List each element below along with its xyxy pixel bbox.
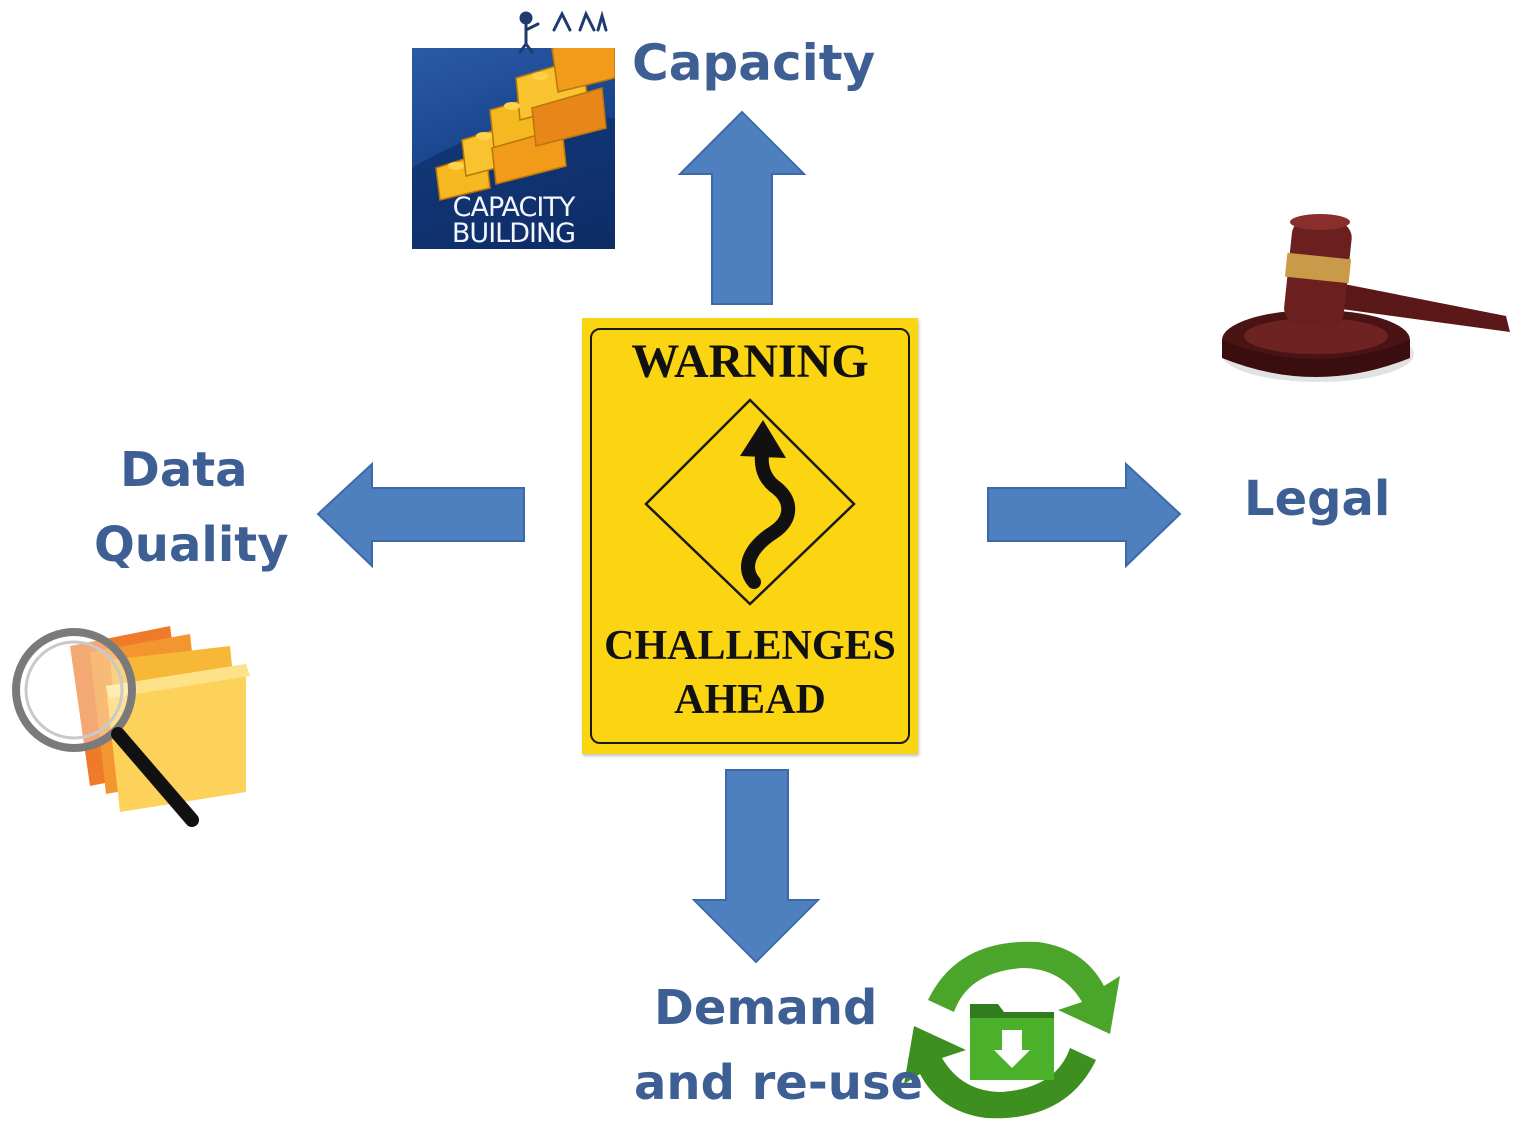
capacity-tile-line1: CAPACITY <box>452 192 576 223</box>
winding-road-icon <box>644 398 856 606</box>
climbing-figures-icon <box>518 10 608 54</box>
warning-sign-border <box>590 328 910 744</box>
ahead-line: AHEAD <box>674 677 826 723</box>
capacity-building-blocks-icon: CAPACITY BUILDING <box>412 48 615 249</box>
label-demand: Demand <box>654 980 878 1036</box>
label-and-reuse: and re-use <box>634 1055 924 1111</box>
arrow-down <box>691 769 821 964</box>
label-legal: Legal <box>1244 471 1391 527</box>
arrow-left <box>316 461 525 569</box>
gavel-icon <box>1222 214 1510 382</box>
lego-stairs-illustration <box>412 48 615 249</box>
folder-magnifier-icon <box>12 626 250 827</box>
label-data: Data <box>120 442 248 498</box>
label-quality: Quality <box>94 517 289 573</box>
warning-sign: WARNING CHALLENGES AHEAD <box>582 318 918 754</box>
capacity-tile-line2: BUILDING <box>451 218 576 249</box>
challenges-line: CHALLENGES <box>604 623 896 669</box>
arrow-up <box>677 110 807 305</box>
label-capacity: Capacity <box>632 34 876 92</box>
arrow-right <box>987 461 1182 569</box>
recycle-folder-icon <box>904 941 1120 1119</box>
warning-heading: WARNING <box>631 335 869 388</box>
